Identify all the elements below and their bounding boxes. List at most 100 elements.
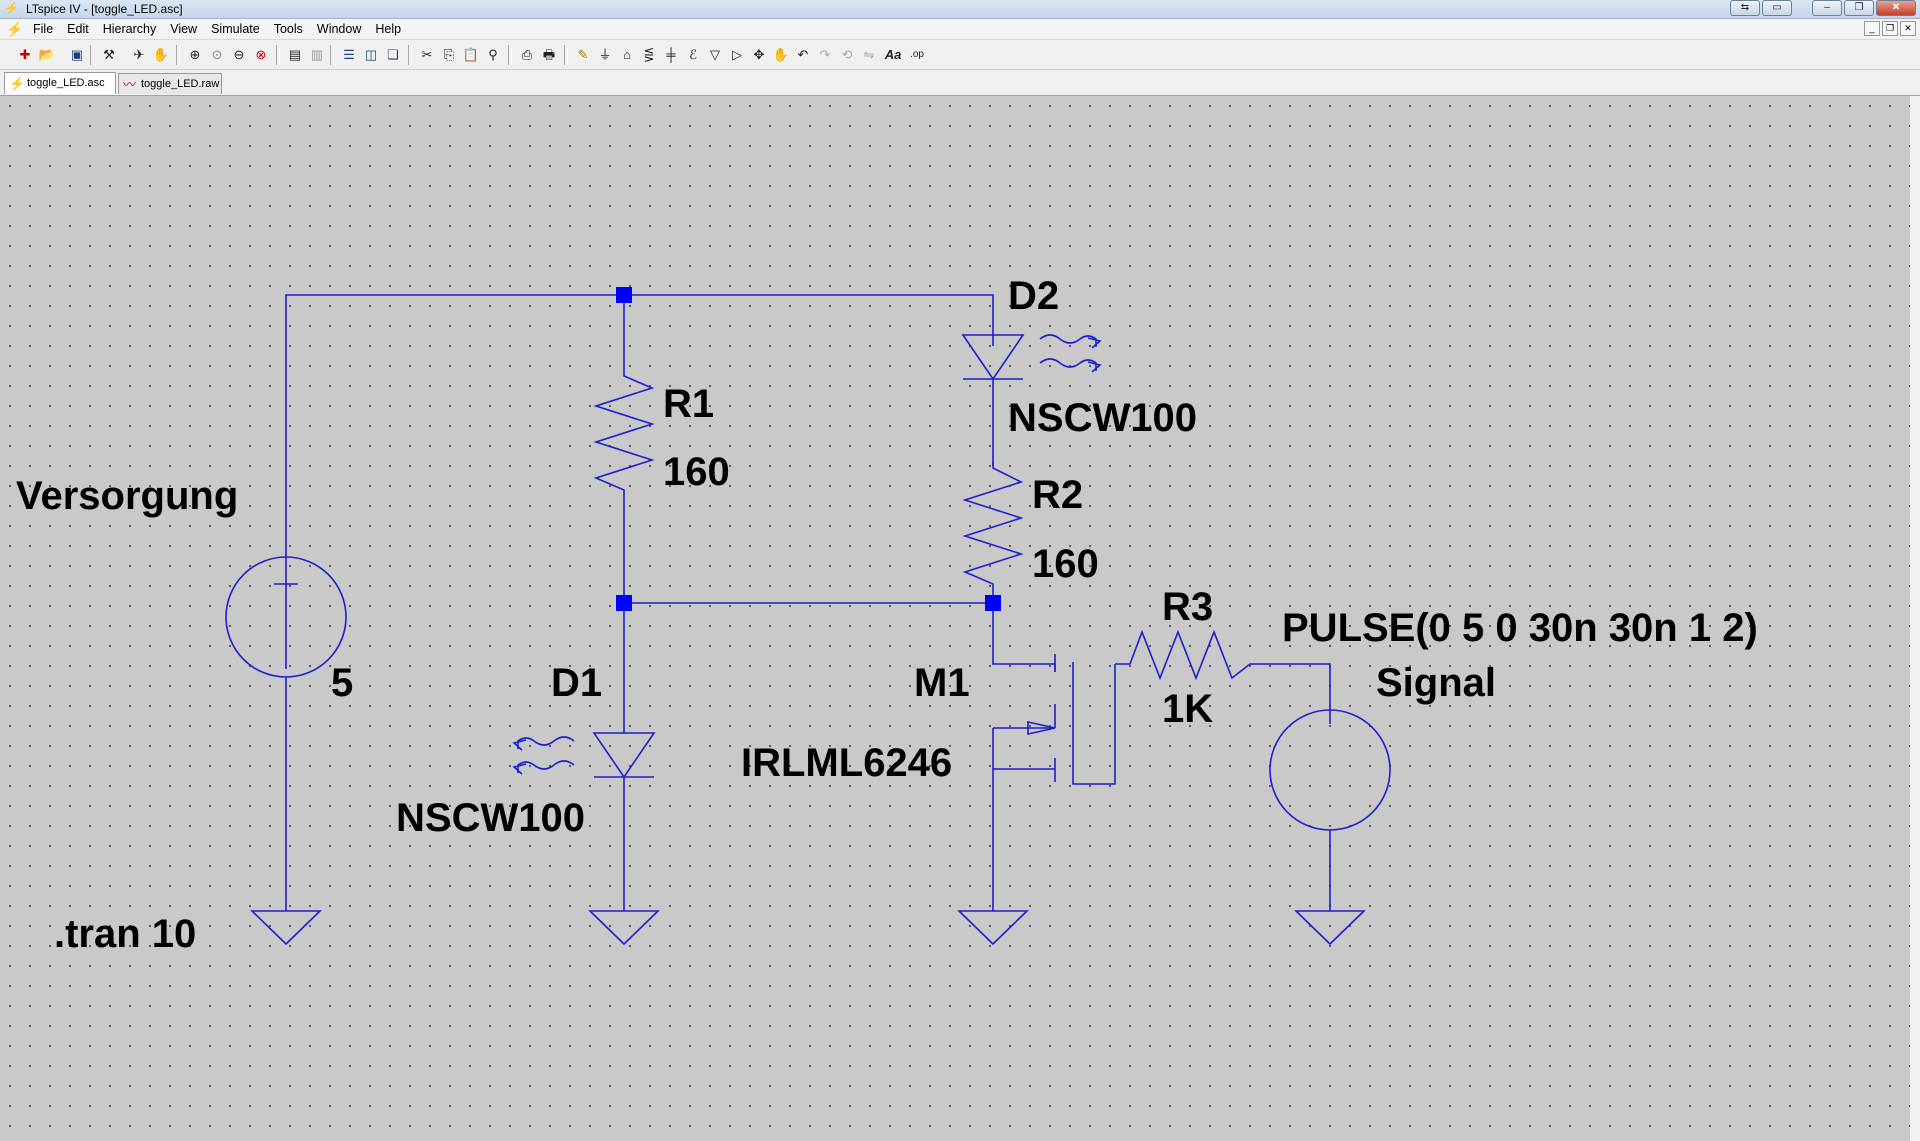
print-setup-icon[interactable]: ⎙ xyxy=(521,47,533,62)
zoom-fit-icon[interactable]: ⊗ xyxy=(255,47,267,62)
title-bar: ⚡ LTspice IV - [toggle_LED.asc] ⇆ ▭ – ❐ … xyxy=(0,0,1920,19)
cut-icon[interactable]: ✂ xyxy=(421,47,433,62)
r1-resistor[interactable] xyxy=(593,368,655,494)
trace-icon[interactable]: ▥ xyxy=(310,47,324,62)
mdi-restore-button[interactable]: ❐ xyxy=(1882,21,1898,36)
label-source-value[interactable]: 5 xyxy=(331,661,353,705)
diode-icon[interactable]: ▽ xyxy=(710,47,720,62)
ground-supply[interactable] xyxy=(250,910,322,946)
autoscale-icon[interactable]: ▤ xyxy=(288,47,302,62)
ground-icon[interactable]: ⏚ xyxy=(598,47,612,62)
new-schematic-icon[interactable]: ✚ xyxy=(19,47,31,62)
save-icon[interactable]: ▣ xyxy=(70,47,84,62)
find-icon[interactable]: ⚲ xyxy=(488,47,498,62)
label-net-icon[interactable]: ⌂ xyxy=(623,47,631,62)
toolbar-separator xyxy=(330,45,334,65)
menu-tools[interactable]: Tools xyxy=(273,22,303,36)
halt-icon[interactable]: ✋ xyxy=(152,47,170,62)
extra-1-button[interactable]: ⇆ xyxy=(1730,0,1760,16)
rotate-icon[interactable]: ⟲ xyxy=(841,47,853,62)
close-button[interactable]: ✕ xyxy=(1876,0,1916,16)
d2-diode-body[interactable] xyxy=(961,334,1025,381)
maximize-button[interactable]: ❐ xyxy=(1844,0,1874,16)
redo-icon[interactable]: ↷ xyxy=(819,47,831,62)
extra-2-button[interactable]: ▭ xyxy=(1762,0,1792,16)
label-d1-value[interactable]: NSCW100 xyxy=(396,796,585,840)
label-pulse[interactable]: PULSE(0 5 0 30n 30n 1 2) xyxy=(1282,606,1758,650)
open-icon[interactable]: 📂 xyxy=(38,47,56,62)
label-r1-value[interactable]: 160 xyxy=(663,450,730,494)
junction-mid-left[interactable] xyxy=(616,595,632,611)
inductor-icon[interactable]: ℰ xyxy=(689,47,697,62)
wire-top-rail[interactable] xyxy=(285,294,994,669)
label-r1-name[interactable]: R1 xyxy=(663,382,714,426)
resistor-icon[interactable]: ⋚ xyxy=(643,47,655,62)
component-icon[interactable]: ▷ xyxy=(732,47,742,62)
zoom-out-icon[interactable]: ⊖ xyxy=(233,47,245,62)
toolbar-separator xyxy=(564,45,568,65)
drag-icon[interactable]: ✋ xyxy=(772,47,790,62)
mirror-icon[interactable]: ⇋ xyxy=(863,47,875,62)
label-r2-name[interactable]: R2 xyxy=(1032,473,1083,517)
label-r3-value[interactable]: 1K xyxy=(1162,687,1213,731)
tile-horizontal-icon[interactable]: ☰ xyxy=(343,47,355,62)
junction-top[interactable] xyxy=(616,287,632,303)
zoom-pan-icon[interactable]: ⊙ xyxy=(211,47,223,62)
r3-resistor[interactable] xyxy=(1115,629,1331,710)
label-r2-value[interactable]: 160 xyxy=(1032,542,1099,586)
label-source-name[interactable]: Versorgung xyxy=(16,474,238,518)
draw-wire-icon[interactable]: ✎ xyxy=(577,47,589,62)
tab-waveform[interactable]: 〰 toggle_LED.raw xyxy=(118,73,222,94)
toolbar-separator xyxy=(408,45,412,65)
undo-icon[interactable]: ↶ xyxy=(797,47,809,62)
ltspice-app-icon[interactable]: ⚡ xyxy=(4,1,19,15)
right-edge xyxy=(1910,96,1920,1141)
tab-schematic[interactable]: ⚡ toggle_LED.asc xyxy=(4,72,116,94)
junction-mid-right[interactable] xyxy=(985,595,1001,611)
d1-diode-body[interactable] xyxy=(592,732,656,779)
mdi-document-icon[interactable]: ⚡ xyxy=(6,21,24,37)
label-signal-name[interactable]: Signal xyxy=(1376,661,1496,705)
label-d2-name[interactable]: D2 xyxy=(1008,274,1059,318)
d1-light-1 xyxy=(512,736,575,751)
paste-icon[interactable]: 📋 xyxy=(462,47,480,62)
label-d2-value[interactable]: NSCW100 xyxy=(1008,396,1197,440)
menu-help[interactable]: Help xyxy=(375,22,402,36)
label-d1-name[interactable]: D1 xyxy=(551,661,602,705)
ground-m1[interactable] xyxy=(957,910,1029,946)
label-r3-name[interactable]: R3 xyxy=(1162,585,1213,629)
zoom-in-icon[interactable]: ⊕ xyxy=(189,47,201,62)
d2-light-2 xyxy=(1039,358,1102,373)
move-icon[interactable]: ✥ xyxy=(753,47,765,62)
control-panel-icon[interactable]: ⚒ xyxy=(103,47,115,62)
menu-edit[interactable]: Edit xyxy=(67,22,89,36)
menu-window[interactable]: Window xyxy=(316,22,362,36)
mdi-close-button[interactable]: ✕ xyxy=(1900,21,1916,36)
ground-signal[interactable] xyxy=(1294,910,1366,946)
tab-label: toggle_LED.asc xyxy=(27,77,105,89)
menu-file[interactable]: File xyxy=(33,22,54,36)
label-m1-value[interactable]: IRLML6246 xyxy=(741,741,952,785)
print-icon[interactable]: 🖶 xyxy=(542,47,556,62)
menu-simulate[interactable]: Simulate xyxy=(211,22,260,36)
m1-gate[interactable] xyxy=(1072,662,1116,785)
copy-icon[interactable]: ⎘ xyxy=(443,47,455,62)
schematic-canvas[interactable]: Versorgung 5 R1 160 D1 NSCW100 D2 NSCW10… xyxy=(0,96,1920,1141)
capacitor-icon[interactable]: ╪ xyxy=(666,47,676,62)
ground-d1[interactable] xyxy=(588,910,660,946)
label-m1-name[interactable]: M1 xyxy=(914,661,970,705)
mdi-minimize-button[interactable]: _ xyxy=(1864,21,1880,36)
menu-hierarchy[interactable]: Hierarchy xyxy=(102,22,157,36)
d1-light-2 xyxy=(512,760,575,775)
d2-light-1 xyxy=(1039,334,1102,349)
minimize-button[interactable]: – xyxy=(1812,0,1842,16)
grid-dots xyxy=(0,96,1920,1141)
label-directive[interactable]: .tran 10 xyxy=(54,912,196,956)
r2-resistor[interactable] xyxy=(962,462,1024,603)
spice-directive-icon[interactable]: .op xyxy=(910,49,924,60)
cascade-icon[interactable]: ❏ xyxy=(387,47,399,62)
menu-view[interactable]: View xyxy=(170,22,198,36)
text-icon[interactable]: Aa xyxy=(884,47,902,62)
run-icon[interactable]: ✈ xyxy=(133,47,145,62)
tile-vertical-icon[interactable]: ◫ xyxy=(364,47,378,62)
